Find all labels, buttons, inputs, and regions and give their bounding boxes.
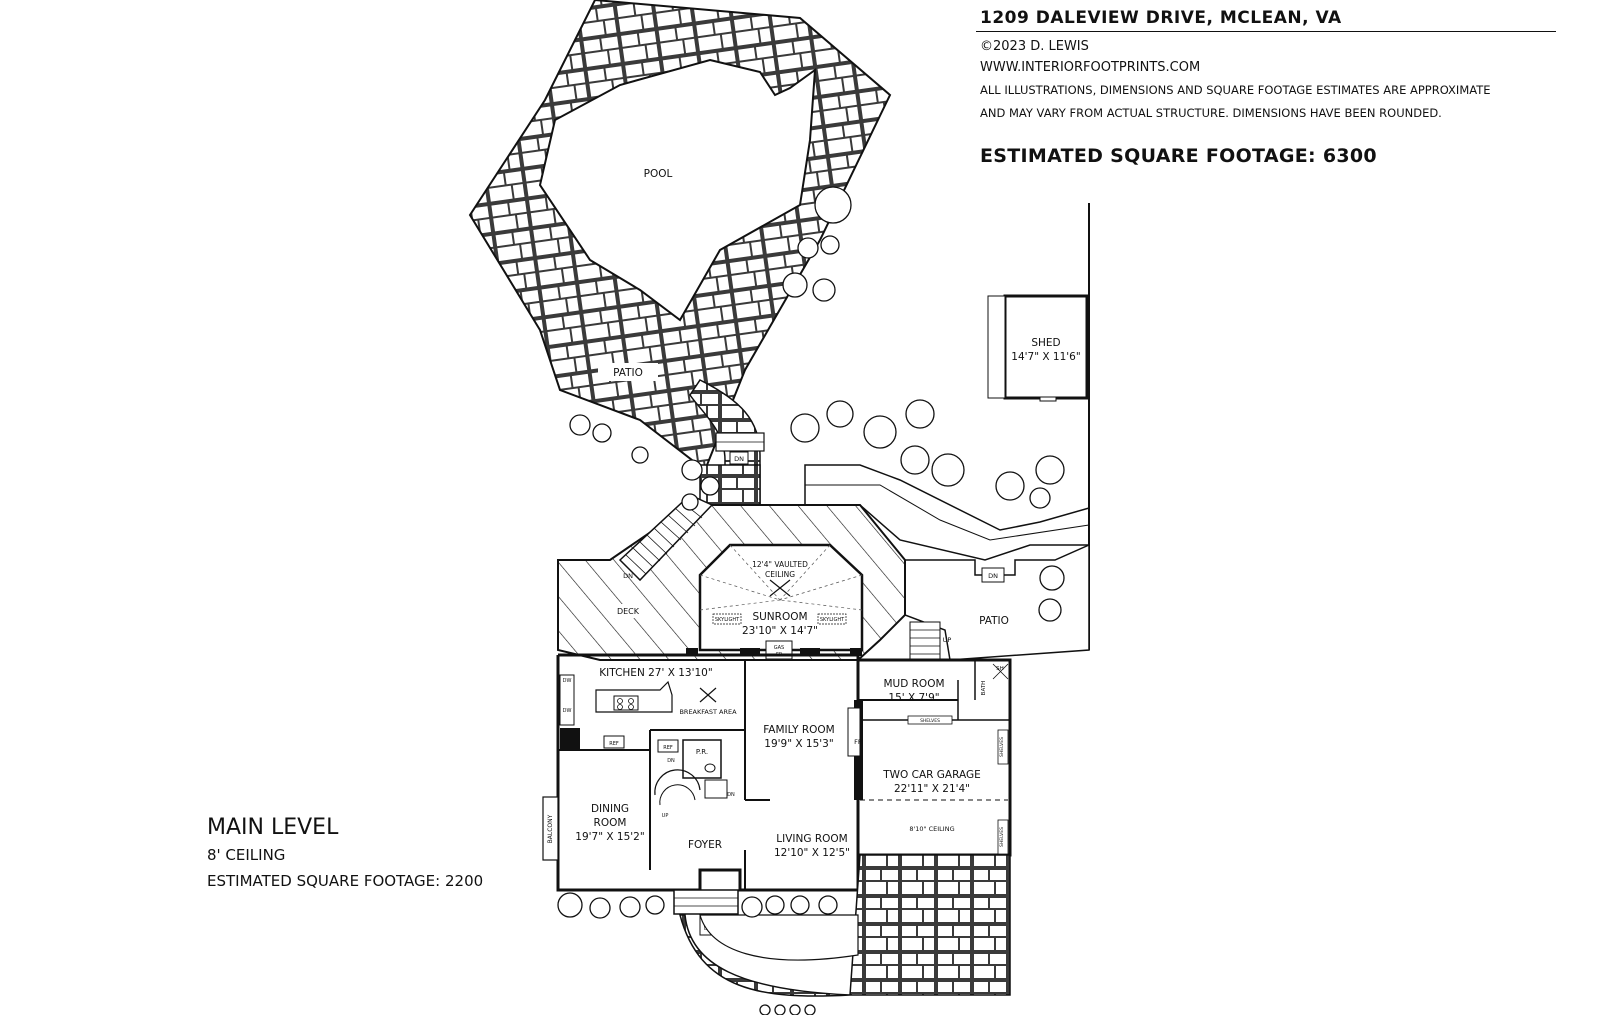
- pool: [538, 58, 817, 322]
- vaulted-line-1: 12'4" VAULTED: [752, 560, 808, 569]
- skylight-right: SKYLIGHT: [820, 617, 845, 623]
- level-square-footage: ESTIMATED SQUARE FOOTAGE: 2200: [207, 872, 484, 890]
- vaulted-line-2: CEILING: [765, 570, 795, 579]
- sunroom: 12'4" VAULTED CEILING SUNROOM 23'10" X 1…: [686, 543, 864, 660]
- dw-label-top: DW: [563, 678, 572, 684]
- mud-room-dims: 15' X 7'9": [888, 692, 939, 704]
- foyer-label: FOYER: [688, 839, 722, 851]
- copyright-text: ©2023 D. LEWIS: [980, 39, 1089, 54]
- kitchen-fan-icon: [699, 687, 717, 703]
- mud-room-label: MUD ROOM: [883, 678, 944, 690]
- deck-stair-dn: DN: [623, 572, 633, 580]
- front-stone-walk: [679, 854, 1011, 997]
- stair-dn-label: DN: [667, 758, 675, 764]
- shed-label: SHED: [1031, 337, 1060, 349]
- family-room-dims: 19'9" X 15'3": [764, 738, 833, 750]
- shrubs: [557, 186, 1065, 1015]
- living-room-label: LIVING ROOM: [776, 833, 847, 845]
- stair-up-label: UP: [662, 813, 669, 819]
- gas-fp-line-1: GAS: [774, 645, 784, 651]
- disclaimer-line-2: AND MAY VARY FROM ACTUAL STRUCTURE. DIME…: [980, 106, 1442, 120]
- garage-ceiling-label: 8'10" CEILING: [909, 825, 954, 833]
- skylight-left: SKYLIGHT: [715, 617, 740, 623]
- property-address: 1209 DALEVIEW DRIVE, MCLEAN, VA: [980, 8, 1342, 28]
- kitchen: KITCHEN 27' X 13'10" BREAKFAST AREA DW D…: [559, 667, 737, 753]
- mud-shelves-label: SHELVES: [920, 718, 940, 724]
- sh-label: SH: [996, 666, 1004, 672]
- ref-label-pantry: REF: [663, 745, 673, 751]
- disclaimer-line-1: ALL ILLUSTRATIONS, DIMENSIONS AND SQUARE…: [980, 83, 1491, 97]
- total-square-footage: ESTIMATED SQUARE FOOTAGE: 6300: [980, 145, 1377, 167]
- level-ceiling: 8' CEILING: [207, 846, 286, 864]
- stair2-dn-label: DN: [727, 792, 735, 798]
- sunroom-dims: 23'10" X 14'7": [742, 625, 818, 637]
- sunroom-label: SUNROOM: [752, 611, 807, 623]
- ceiling-fan-icon: [769, 579, 791, 597]
- stone-walkway: DN: [689, 379, 765, 506]
- garage-shelves-upper: SHELVES: [999, 737, 1005, 757]
- garage-shelves-lower: SHELVES: [999, 827, 1005, 847]
- patio-up-label: UP: [943, 636, 952, 644]
- balcony-label: BALCONY: [547, 814, 554, 843]
- patio-right-label: PATIO: [979, 615, 1009, 627]
- breakfast-label: BREAKFAST AREA: [679, 708, 737, 716]
- level-title: MAIN LEVEL: [207, 815, 339, 840]
- patio-dn-label: DN: [988, 572, 998, 580]
- patio-upper-label: PATIO: [613, 367, 643, 379]
- pool-label: POOL: [644, 168, 673, 180]
- dining-label-line-2: ROOM: [594, 817, 627, 829]
- living-room-dims: 12'10" X 12'5": [774, 847, 850, 859]
- garage-dims: 22'11" X 21'4": [894, 783, 970, 795]
- deck-label: DECK: [617, 607, 640, 616]
- dining-label-line-1: DINING: [591, 803, 629, 815]
- bath-label: BATH: [981, 681, 987, 696]
- ref-label-kitchen: REF: [609, 741, 619, 747]
- pr-label: P.R.: [696, 748, 708, 756]
- dining-dims: 19'7" X 15'2": [575, 831, 644, 843]
- shed-dims: 14'7" X 11'6": [1011, 351, 1080, 363]
- website-text: WWW.INTERIORFOOTPRINTS.COM: [980, 60, 1201, 75]
- kitchen-label: KITCHEN 27' X 13'10": [599, 667, 712, 679]
- right-patio: DN PATIO UP: [904, 543, 1090, 661]
- balcony: [542, 796, 559, 861]
- garage-label: TWO CAR GARAGE: [882, 769, 981, 781]
- family-fp-label: FP: [854, 738, 862, 746]
- walkway-dn-label: DN: [734, 455, 744, 463]
- shed: SHED 14'7" X 11'6": [987, 294, 1089, 402]
- pool-patio: POOL PATIO: [468, 0, 892, 472]
- dw-label-bottom: DW: [563, 708, 572, 714]
- header-rule: [976, 31, 1556, 32]
- powder-room: P.R. DN UP DN: [654, 739, 735, 819]
- family-room-label: FAMILY ROOM: [763, 724, 835, 736]
